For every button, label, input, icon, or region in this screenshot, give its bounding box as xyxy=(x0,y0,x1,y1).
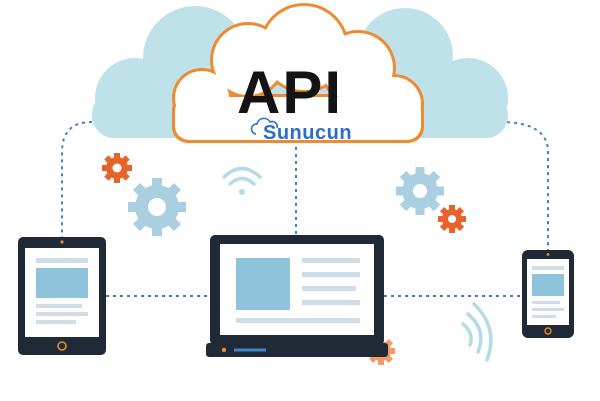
brand-logo: Sunucun xyxy=(250,117,352,144)
cloud-logo-icon xyxy=(250,117,279,135)
tablet-device-icon xyxy=(18,237,106,355)
wifi-signal-icon xyxy=(461,302,493,362)
gear-icon xyxy=(438,205,466,233)
gear-icon xyxy=(128,178,186,236)
connector-cloud-to-tablet xyxy=(61,121,93,238)
cloud-front xyxy=(172,3,424,143)
laptop-device-icon xyxy=(206,235,388,357)
connector-cloud-to-phone xyxy=(499,121,549,250)
connector-lines xyxy=(61,121,549,297)
brand-name: Sunucun xyxy=(263,122,352,144)
smartphone-device-icon xyxy=(522,250,574,338)
api-title: API xyxy=(237,59,343,126)
gear-icon xyxy=(396,167,444,215)
wifi-signal-icon xyxy=(222,166,262,195)
gear-icon xyxy=(102,153,132,183)
